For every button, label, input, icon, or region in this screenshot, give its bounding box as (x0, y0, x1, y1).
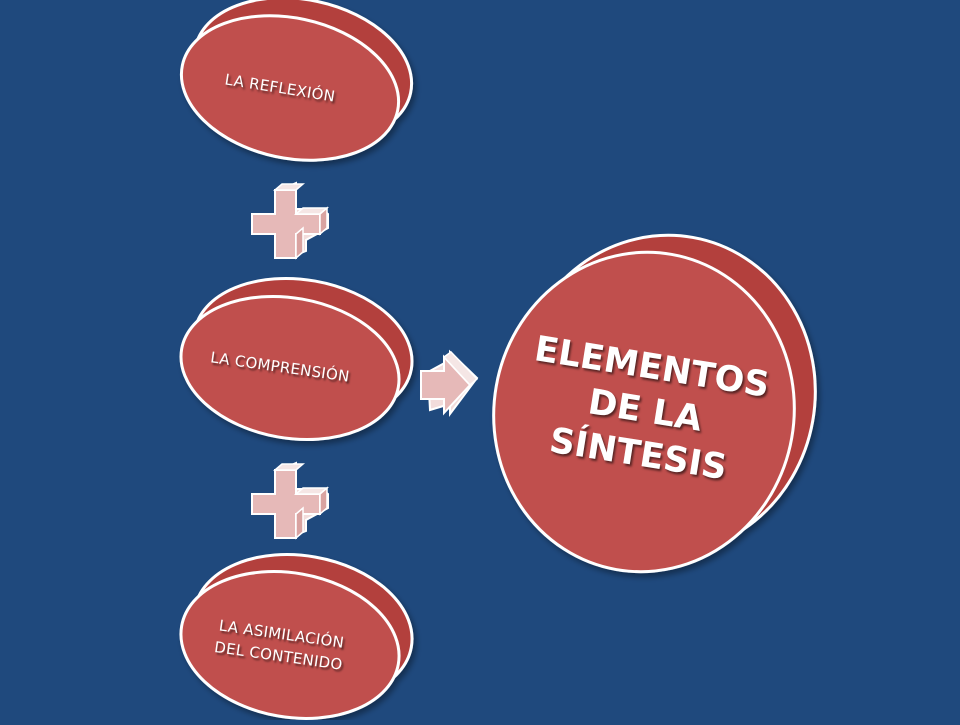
plus-icon (251, 181, 330, 260)
ellipse-asimilacion (179, 553, 414, 720)
ellipse-reflexion (179, 0, 414, 162)
ellipse-comprension (179, 276, 414, 442)
right-arrow-icon (420, 349, 479, 417)
plus-icon (251, 461, 330, 540)
result-circle (492, 233, 817, 574)
